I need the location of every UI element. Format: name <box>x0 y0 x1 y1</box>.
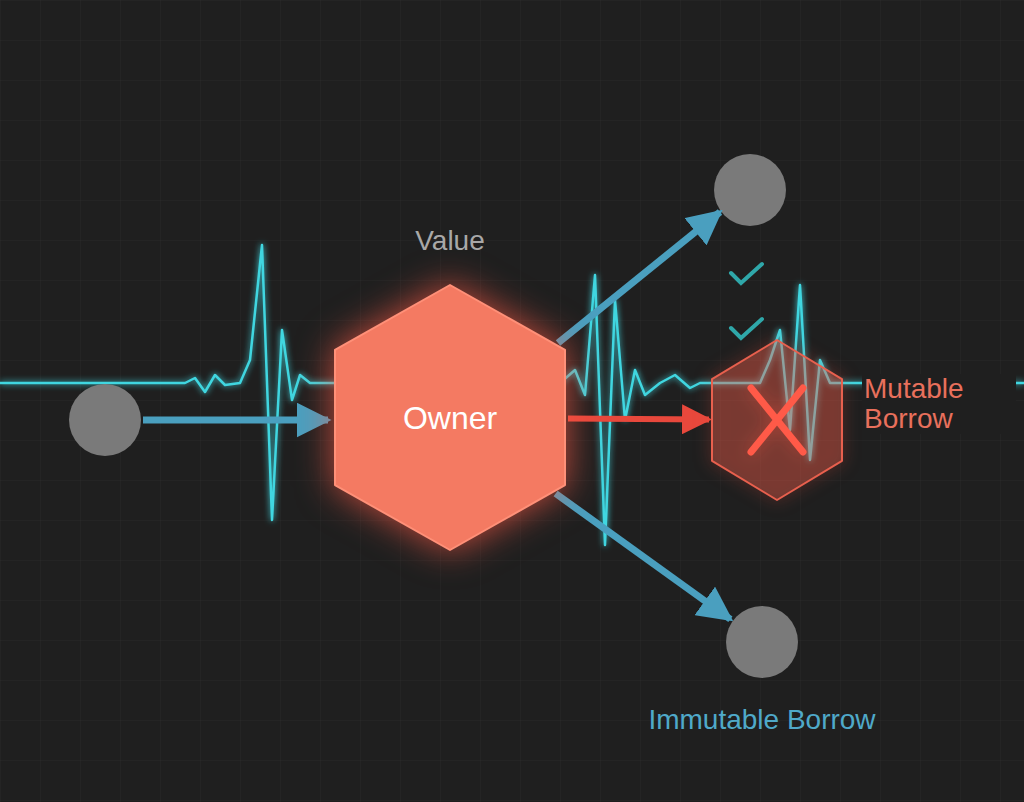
immutable-borrow-circle-fill <box>726 606 798 678</box>
forbidden-cross <box>751 388 803 452</box>
immutable-borrow-label: Immutable Borrow <box>648 704 875 736</box>
owner-hexagon-fill <box>335 285 565 550</box>
mutable-borrow-hexagon: Mutable Borrow <box>712 340 842 500</box>
immutable-borrow-circle: Immutable Borrow <box>726 606 798 678</box>
mutable-borrow-label: Mutable Borrow <box>862 374 1016 434</box>
borrow-connector <box>556 493 731 619</box>
source-circle <box>69 384 141 456</box>
owner-label: Owner <box>335 399 565 436</box>
check-mark <box>731 264 762 283</box>
owner-hexagon: ValueOwner <box>335 285 565 550</box>
immutable-borrow-circle-outline <box>726 606 798 678</box>
borrow-arrow <box>558 212 720 343</box>
borrow-connector <box>568 418 709 419</box>
mutable-borrow-hexagon-fill <box>712 340 842 500</box>
mutable-borrow-hexagon-outline <box>712 340 842 500</box>
borrower-circle <box>714 154 786 226</box>
forbidden-cross <box>751 388 803 452</box>
move-arrow <box>143 417 328 424</box>
value-label: Value <box>335 225 565 257</box>
check-mark <box>731 319 762 338</box>
